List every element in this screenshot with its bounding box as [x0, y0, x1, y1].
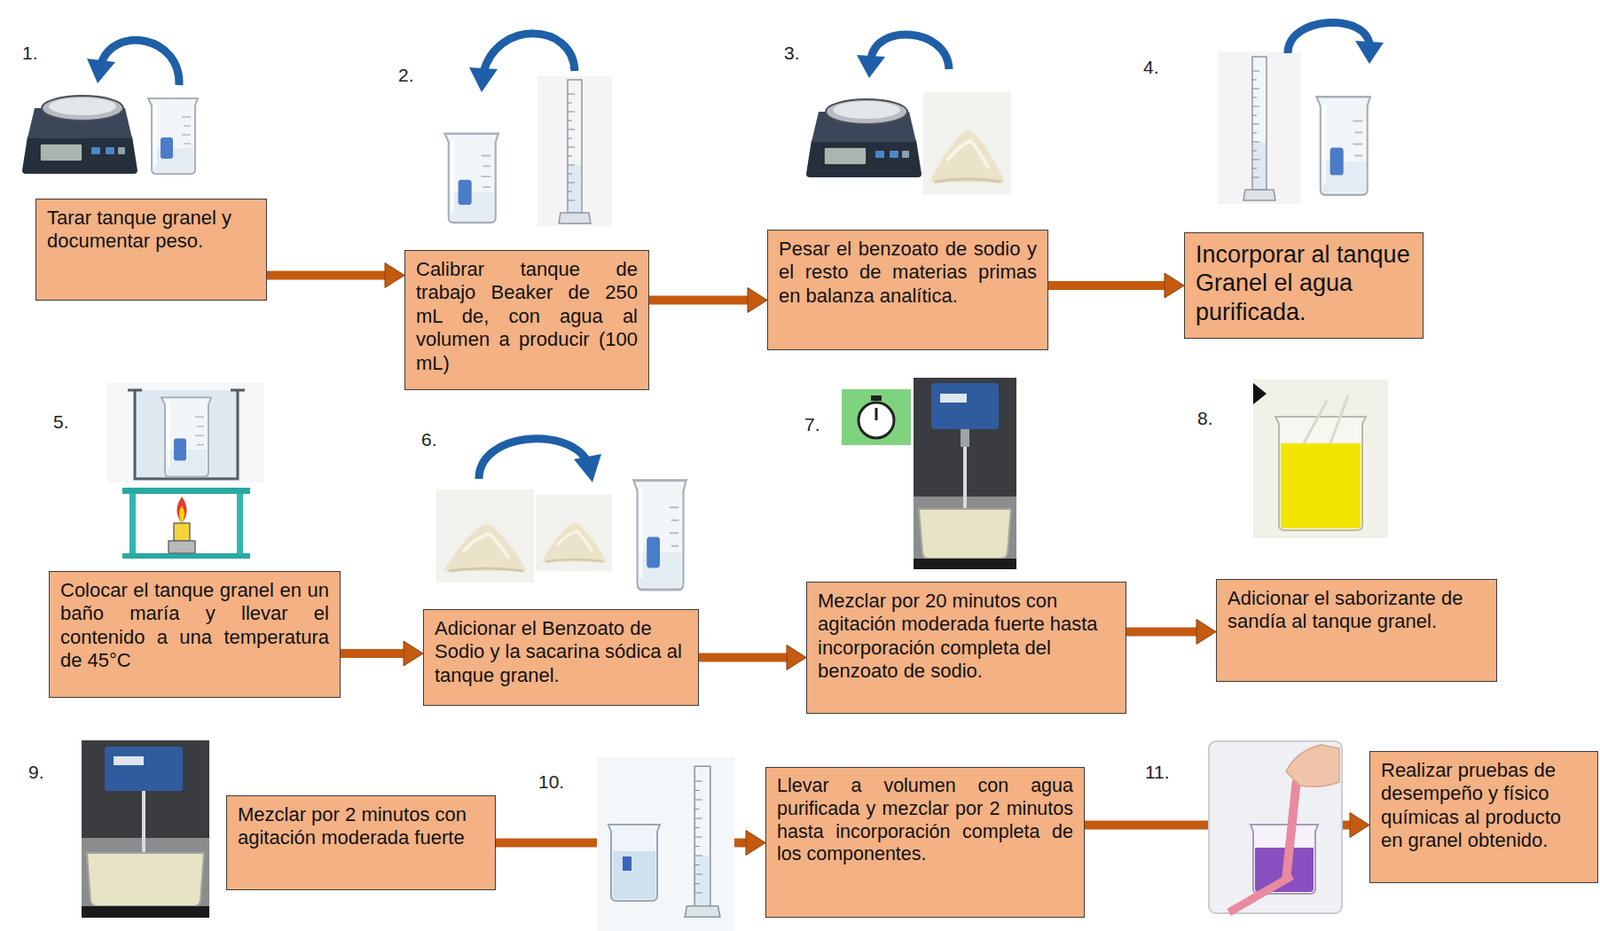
flow-arrow [340, 641, 424, 667]
beaker-icon [633, 480, 686, 590]
step-text: Mezclar por 20 minutos con agitación mod… [817, 589, 1115, 684]
water-bath-icon [107, 383, 264, 559]
powder-icon [436, 489, 534, 583]
powder-icon [535, 494, 612, 572]
balance-icon [806, 99, 922, 178]
step-box: Llevar a volumen con agua purificada y m… [765, 767, 1085, 918]
yellow-beaker-photo [1253, 379, 1389, 539]
step-box: Incorporar al tanque Granel el agua puri… [1184, 232, 1424, 339]
step-box: Mezclar por 2 minutos con agitación mode… [226, 795, 496, 891]
cylinder-icon [1243, 56, 1276, 201]
step-number: 9. [28, 761, 45, 784]
flow-arrow [649, 288, 768, 314]
step-text: Adicionar el Benzoato de Sodio y la saca… [434, 617, 688, 688]
flow-arrow [698, 645, 807, 671]
step-text: Incorporar al tanque Granel el agua puri… [1195, 240, 1412, 327]
balance-icon [22, 95, 138, 174]
step-text: Llevar a volumen con agua purificada y m… [776, 775, 1074, 867]
step-number: 6. [421, 429, 438, 451]
step-number: 10. [538, 771, 565, 793]
step-text: Pesar el benzoato de sodio y el resto de… [778, 237, 1037, 308]
step-box: Adicionar el Benzoato de Sodio y la saca… [423, 609, 699, 706]
curved-arrow [478, 439, 602, 483]
step-number: 5. [53, 411, 70, 433]
step-box: Tarar tanque granel y documentar peso. [35, 198, 267, 301]
flow-arrow [1084, 813, 1370, 839]
step-box: Mezclar por 20 minutos con agitación mod… [806, 581, 1127, 714]
step-number: 4. [1143, 56, 1160, 79]
step-box: Calibrar tanque de trabajo Beaker de 250… [404, 250, 650, 391]
photo-ground [1217, 51, 1302, 204]
powder-icon [923, 92, 1012, 196]
step-number: 7. [804, 414, 821, 436]
mixer-photo [81, 740, 210, 918]
step-number: 1. [22, 42, 39, 64]
step-number: 8. [1197, 407, 1214, 430]
photo-ground [537, 76, 612, 227]
step-box: Realizar pruebas de desempeño y físico q… [1369, 751, 1599, 884]
flow-arrow [495, 831, 766, 856]
beaker-icon [1316, 96, 1370, 196]
flow-arrow [1126, 619, 1216, 645]
flow-arrow [266, 263, 405, 289]
beaker-icon [444, 133, 498, 223]
ph-test-photo [1208, 741, 1342, 917]
step-box: Adicionar el saborizante de sandía al ta… [1215, 579, 1498, 683]
step-text: Calibrar tanque de trabajo Beaker de 250… [415, 258, 638, 376]
beaker-icon [148, 98, 198, 174]
beaker-cylinder-photo [596, 757, 735, 931]
mixer-photo [913, 377, 1017, 570]
step-number: 11. [1145, 761, 1170, 784]
curved-arrow [856, 34, 950, 79]
step-text: Tarar tanque granel y documentar peso. [47, 206, 256, 254]
step-number: 3. [784, 42, 800, 64]
step-text: Realizar pruebas de desempeño y físico q… [1380, 759, 1587, 854]
cylinder-icon [558, 79, 591, 224]
step-number: 2. [398, 64, 415, 87]
curved-arrow [469, 33, 575, 93]
step-text: Mezclar por 2 minutos con agitación mode… [237, 803, 485, 851]
curved-arrow [86, 39, 180, 86]
step-box: Pesar el benzoato de sodio y el resto de… [767, 229, 1049, 351]
step-text: Colocar el tanque granel en un baño marí… [60, 579, 330, 674]
step-box: Colocar el tanque granel en un baño marí… [48, 571, 341, 699]
step-text: Adicionar el saborizante de sandía al ta… [1227, 587, 1486, 635]
flow-arrow [1048, 273, 1185, 299]
curved-arrow [1287, 23, 1384, 64]
stopwatch-icon [841, 389, 911, 446]
